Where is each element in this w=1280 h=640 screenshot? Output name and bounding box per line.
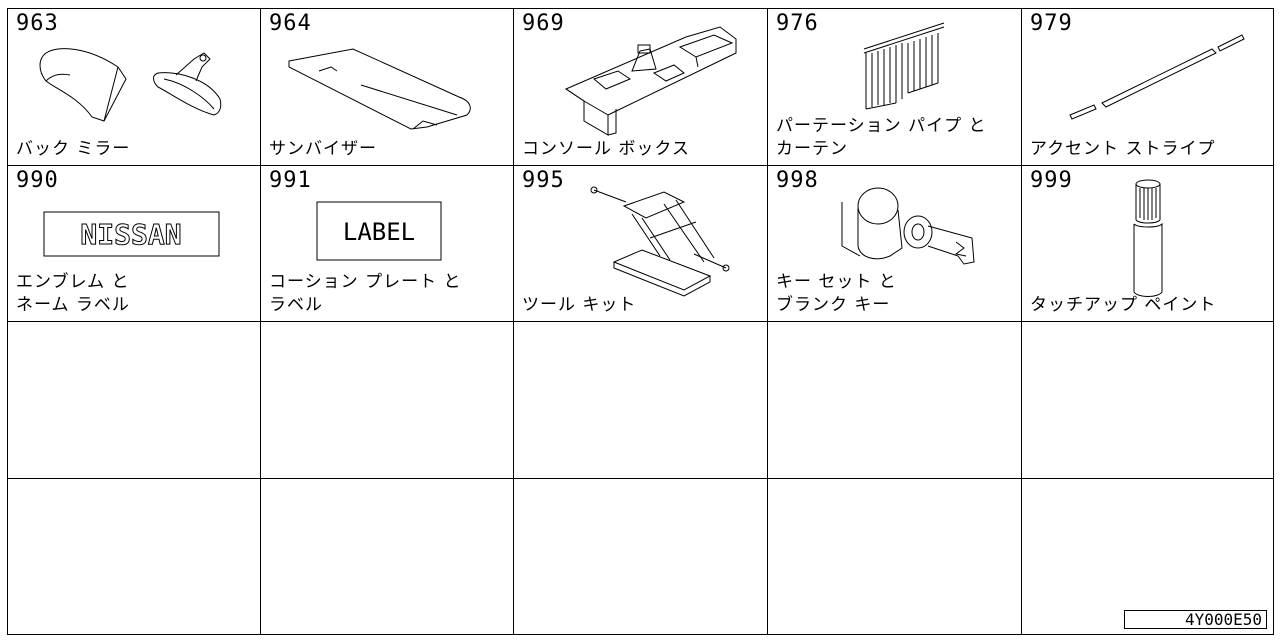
grid-line — [8, 165, 1273, 166]
part-label: タッチアップ ペイント — [1030, 295, 1217, 315]
sun-visor-icon — [261, 9, 513, 165]
part-cell-999[interactable]: 999 タッチアップ ペイント — [1022, 166, 1274, 321]
part-label: バック ミラー — [16, 139, 131, 159]
part-label: キー セット と ブランク キー — [776, 272, 897, 315]
part-number: 979 — [1030, 11, 1073, 36]
part-label: ツール キット — [522, 295, 637, 315]
touch-up-paint-icon — [1022, 166, 1274, 321]
mirror-icon — [8, 9, 260, 165]
stripe-icon — [1022, 9, 1274, 165]
part-cell-990[interactable]: 990 NISSAN エンブレム と ネーム ラベル — [8, 166, 260, 321]
part-number: 963 — [16, 11, 59, 36]
part-number: 976 — [776, 11, 819, 36]
part-label: アクセント ストライプ — [1030, 139, 1216, 159]
part-number: 999 — [1030, 168, 1073, 193]
plate-text: LABEL — [343, 218, 415, 246]
part-number: 969 — [522, 11, 565, 36]
emblem-icon: NISSAN — [8, 166, 260, 321]
curtain-icon — [768, 9, 1021, 165]
part-cell-998[interactable]: 998 キー セット と ブランク キー — [768, 166, 1021, 321]
part-label: コーション プレート と ラベル — [269, 272, 462, 315]
part-cell-964[interactable]: 964 サンバイザー — [261, 9, 513, 165]
empty-cells — [8, 322, 1274, 635]
part-cell-976[interactable]: 976 パーテーション パイプ と カーテン — [768, 9, 1021, 165]
grid-line — [8, 478, 1273, 479]
part-cell-969[interactable]: 969 コンソール ボックス — [514, 9, 767, 165]
part-number: 995 — [522, 168, 565, 193]
part-number: 991 — [269, 168, 312, 193]
jack-icon — [514, 166, 767, 321]
reference-code: 4Y000E50 — [1124, 610, 1267, 629]
part-label: サンバイザー — [269, 139, 377, 159]
part-label: コンソール ボックス — [522, 139, 690, 159]
part-cell-963[interactable]: 963 バック ミラー — [8, 9, 260, 165]
emblem-text: NISSAN — [80, 218, 181, 251]
part-label: パーテーション パイプ と カーテン — [776, 116, 987, 159]
part-label: エンブレム と ネーム ラベル — [16, 272, 130, 315]
parts-grid: 963 バック ミラー 964 — [7, 8, 1274, 635]
key-cylinder-icon — [768, 166, 1021, 321]
part-cell-995[interactable]: 995 ツール キット — [514, 166, 767, 321]
grid-line — [8, 321, 1273, 322]
part-number: 998 — [776, 168, 819, 193]
part-number: 964 — [269, 11, 312, 36]
console-box-icon — [514, 9, 767, 165]
part-cell-991[interactable]: 991 LABEL コーション プレート と ラベル — [261, 166, 513, 321]
label-plate-icon: LABEL — [261, 166, 513, 321]
part-cell-979[interactable]: 979 アクセント ストライプ — [1022, 9, 1274, 165]
part-number: 990 — [16, 168, 59, 193]
